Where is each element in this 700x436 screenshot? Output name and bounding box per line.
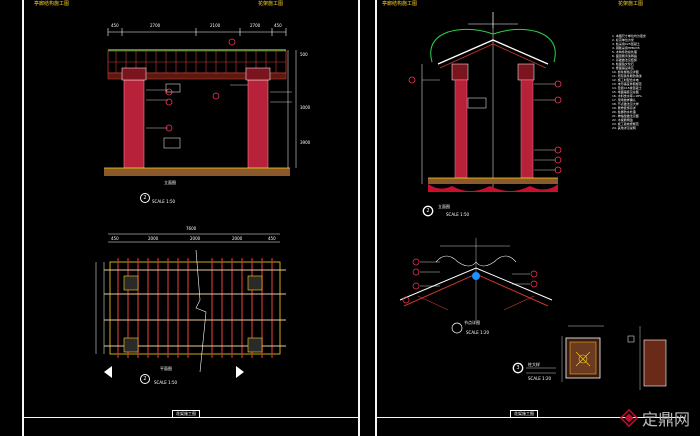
plan-name: 平面图 xyxy=(160,366,172,371)
design-notes: 1. 本图尺寸单位均为毫米 2. 标高单位为米 3. 柱采用C25混凝土 4. … xyxy=(612,34,674,224)
dim-height-2: 3000 xyxy=(300,105,311,110)
dim-plan-total: 7600 xyxy=(186,226,197,231)
note-line: 4. 钢筋采用HPB235 xyxy=(612,46,640,50)
elevation-scale: SCALE 1:50 xyxy=(152,199,176,204)
watermark-logo-icon xyxy=(619,409,638,427)
note-line: 20. 柱脚防水处理 xyxy=(612,110,636,114)
section-marker-elevation: 2 xyxy=(140,193,150,203)
note-line: 9. 屋面铺设青瓦 xyxy=(612,66,634,70)
watermark: 定鼎网 xyxy=(619,406,690,430)
note-line: 23. 施工验收按规范 xyxy=(612,122,639,126)
note-line: 21. 伸缩缝做法见图 xyxy=(612,114,639,118)
section-marker-right-elevation: 2 xyxy=(423,206,433,216)
section-marker-column-detail: 3 xyxy=(513,363,523,373)
note-line: 15. 地面铺装见总图 xyxy=(612,90,639,94)
note-line: 8. 柱面贴文化石 xyxy=(612,62,634,66)
note-line: 24. 其他详见说明 xyxy=(612,126,636,130)
sheet-bottom-tag-right: 花架施工图 xyxy=(510,410,538,418)
note-line: 22. 木梁刷桐油 xyxy=(612,118,633,122)
note-line: 2. 标高单位为米 xyxy=(612,38,634,42)
dim-top-4: 2700 xyxy=(250,23,261,28)
column-detail-scale: SCALE 1:20 xyxy=(528,376,552,381)
dim-height-1: 500 xyxy=(300,52,308,57)
sheet-title-left: 亭廊结构施工图 xyxy=(34,1,70,7)
note-line: 12. 施工时配合水电 xyxy=(612,78,639,82)
right-elevation-scale: SCALE 1:50 xyxy=(446,212,470,217)
joint-detail-scale: SCALE 1:20 xyxy=(466,330,490,335)
note-line: 17. 现场放样确认 xyxy=(612,98,636,102)
note-line: 6. 面层刷清漆两遍 xyxy=(612,54,637,58)
right-elevation-name: 立面图 xyxy=(438,204,450,209)
sheet-title-right: 花架施工图 xyxy=(258,1,284,7)
sheet-border-left xyxy=(22,0,24,436)
plan-scale: SCALE 1:50 xyxy=(154,380,178,385)
note-line: 5. 木构件防腐处理 xyxy=(612,50,637,54)
sheet-title-right: 花架施工图 xyxy=(618,1,644,7)
sheet-border-left xyxy=(375,0,377,436)
note-line: 11. 所有铁件刷防锈漆 xyxy=(612,74,642,78)
dim-plan-2: 2000 xyxy=(148,236,159,241)
dim-top-1: 450 xyxy=(111,23,119,28)
watermark-text: 定鼎网 xyxy=(641,410,690,429)
sheet-bottom-tag-left: 花架施工图 xyxy=(172,410,200,418)
note-line: 16. 木料含水率<18% xyxy=(612,94,642,98)
elevation-and-plan-drawing xyxy=(95,28,297,378)
dim-top-5: 450 xyxy=(274,23,282,28)
note-line: 1. 本图尺寸单位均为毫米 xyxy=(612,34,646,38)
dim-top-3: 2100 xyxy=(210,23,221,28)
column-detail-name: 柱大样 xyxy=(528,362,540,367)
dim-top-2: 2700 xyxy=(150,23,161,28)
drawing-sheet-left: 亭廊结构施工图 花架施工图 xyxy=(22,0,360,436)
joint-detail-name: 节点详图 xyxy=(464,320,480,325)
elevation-name: 立面图 xyxy=(164,180,176,185)
section-marker-plan: 2 xyxy=(140,374,150,384)
note-line: 19. 屋脊装饰另详 xyxy=(612,106,636,110)
sheet-border-right xyxy=(358,0,360,436)
dim-plan-3: 2000 xyxy=(190,236,201,241)
note-line: 10. 檩条规格见详图 xyxy=(612,70,639,74)
note-line: 18. 节点做法见大样 xyxy=(612,102,639,106)
sheet-title-left: 亭廊结构施工图 xyxy=(382,1,418,7)
dim-plan-1: 450 xyxy=(111,236,119,241)
dim-height-3: 3900 xyxy=(300,140,311,145)
dim-plan-5: 450 xyxy=(268,236,276,241)
note-line: 3. 柱采用C25混凝土 xyxy=(612,42,640,46)
note-line: 13. 未尽事宜参照规范 xyxy=(612,82,642,86)
note-line: 14. 垫层C15素混凝土 xyxy=(612,86,642,90)
note-line: 7. 基础做法见结施 xyxy=(612,58,637,62)
dim-plan-4: 2000 xyxy=(232,236,243,241)
